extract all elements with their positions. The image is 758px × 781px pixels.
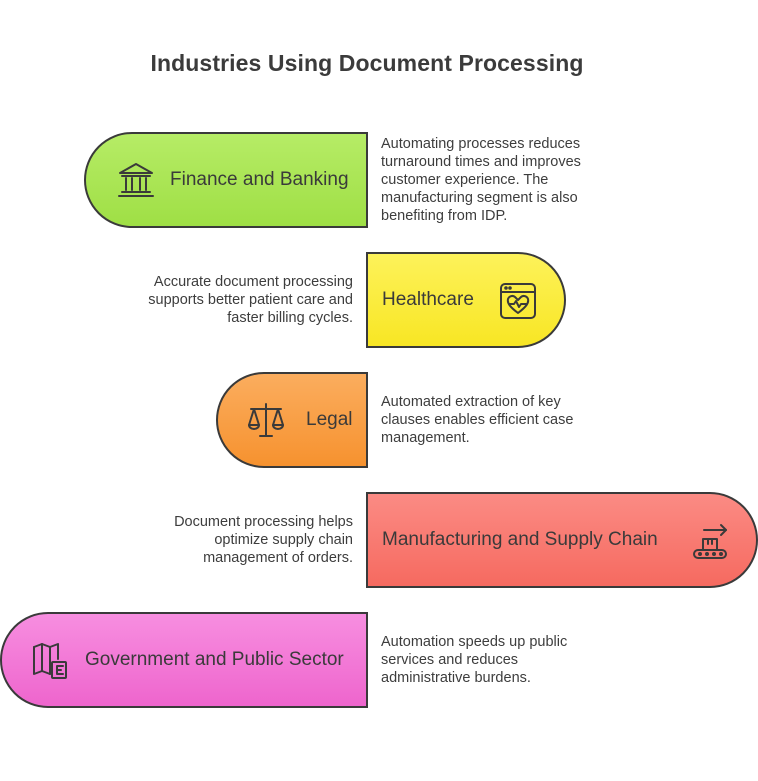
scales-icon xyxy=(246,401,286,441)
description-legal: Automated extraction of key clauses enab… xyxy=(381,394,574,446)
bank-icon xyxy=(116,160,156,200)
pill-label: Manufacturing and Supply Chain xyxy=(382,529,658,550)
pill-label: Healthcare xyxy=(382,289,474,310)
pill-government-public-sector: Government and Public Sector xyxy=(0,612,368,708)
pill-label: Government and Public Sector xyxy=(85,649,344,670)
pill-label: Legal xyxy=(306,409,353,430)
pill-label: Finance and Banking xyxy=(170,169,349,190)
description-healthcare: Accurate document processing supports be… xyxy=(148,274,353,326)
pill-legal: Legal xyxy=(216,372,368,468)
heart-monitor-icon xyxy=(498,281,538,321)
pill-manufacturing-supply-chain: Manufacturing and Supply Chain xyxy=(366,492,758,588)
diagram-title: Industries Using Document Processing xyxy=(150,50,584,76)
pill-healthcare: Healthcare xyxy=(366,252,566,348)
conveyor-box-icon xyxy=(690,521,730,561)
description-government-public-sector: Automation speeds up public services and… xyxy=(381,634,568,686)
description-finance-banking: Automating processes reduces turnaround … xyxy=(381,136,581,224)
map-document-icon xyxy=(30,641,70,681)
pill-finance-banking: Finance and Banking xyxy=(84,132,368,228)
description-manufacturing-supply-chain: Document processing helps optimize suppl… xyxy=(174,514,353,566)
